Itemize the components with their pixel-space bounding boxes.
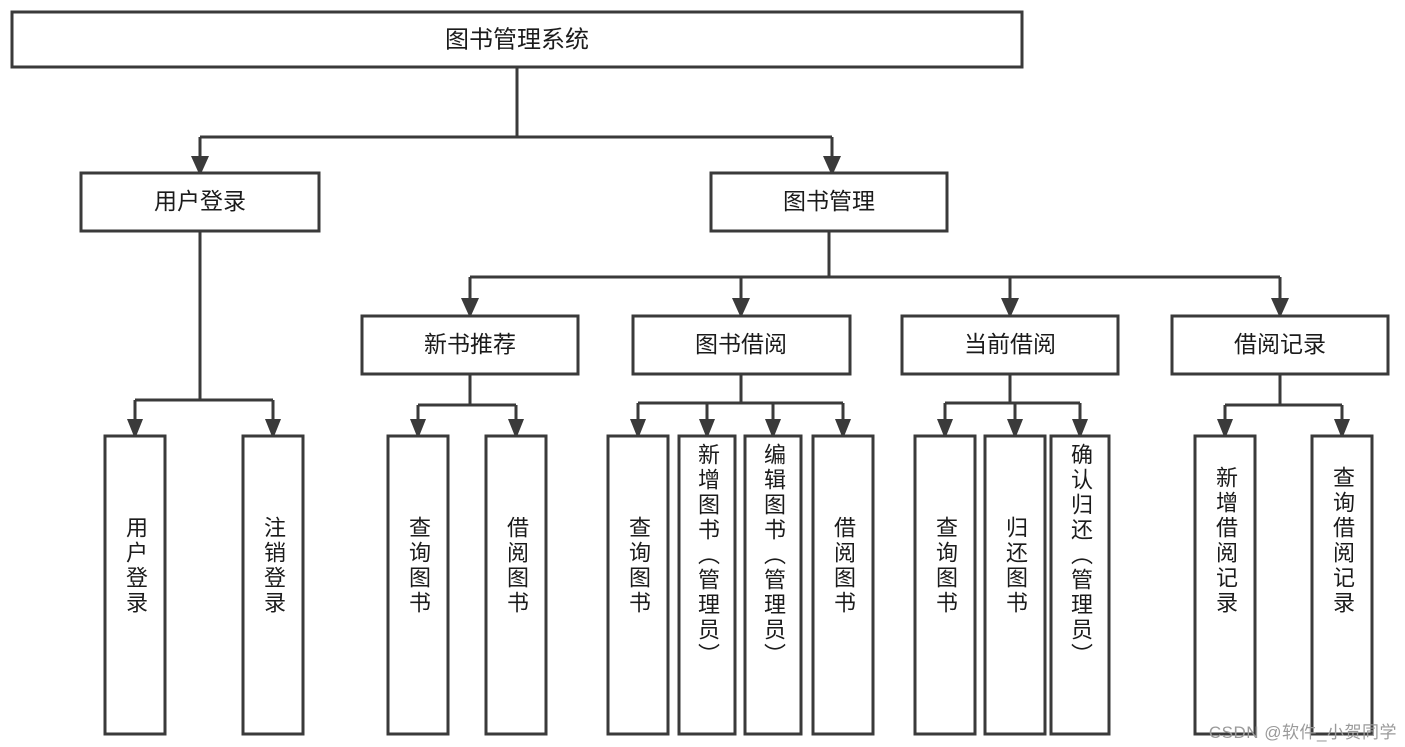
node-book-borrow[interactable]: 图书借阅: [631, 314, 852, 376]
arrowhead-leaf-user-login: [127, 419, 143, 439]
node-new-book-recommend-label: 新书推荐: [424, 331, 516, 357]
node-leaf-add-record-box[interactable]: [1193, 434, 1257, 736]
node-new-book-recommend-box[interactable]: [360, 314, 580, 376]
arrowhead-leaf-query-record: [1334, 419, 1350, 439]
arrowhead-leaf-borrow-book: [835, 419, 851, 439]
arrowhead-leaf-query-book-borrow: [630, 419, 646, 439]
node-book-management-box[interactable]: [709, 171, 949, 233]
node-borrow-record-label: 借阅记录: [1234, 331, 1326, 357]
arrowhead-leaf-user-logout: [265, 419, 281, 439]
arrowhead-leaf-query-book-current: [937, 419, 953, 439]
arrowhead-leaf-edit-book: [765, 419, 781, 439]
connector-book-borrow-bus: [636, 374, 845, 421]
arrowhead-leaf-query-book-rec: [410, 419, 426, 439]
csdn-watermark: CSDN @软件_小贺同学: [1208, 723, 1397, 742]
arrowhead-book-management: [823, 156, 841, 176]
arrowhead-leaf-add-book: [699, 419, 715, 439]
node-current-borrow-box[interactable]: [900, 314, 1120, 376]
node-leaf-borrow-book-rec-box[interactable]: [484, 434, 548, 736]
arrowhead-book-borrow: [732, 298, 750, 318]
arrowhead-leaf-borrow-book-rec: [508, 419, 524, 439]
node-root[interactable]: 图书管理系统: [10, 10, 1024, 69]
node-leaf-user-logout-box[interactable]: [241, 434, 305, 736]
connector-layer: [133, 67, 1344, 421]
node-layer: 图书管理系统 用户登录 图书管理 新书推荐 图书借阅: [10, 10, 1390, 736]
node-leaf-borrow-book-box[interactable]: [811, 434, 875, 736]
node-root-label: 图书管理系统: [445, 26, 589, 53]
arrowhead-leaf-confirm-return: [1072, 419, 1088, 439]
connector-new-book-bus: [416, 374, 518, 421]
node-root-box[interactable]: [10, 10, 1024, 69]
node-current-borrow-label: 当前借阅: [964, 331, 1056, 357]
connector-borrow-record-bus: [1223, 374, 1344, 421]
node-borrow-record[interactable]: 借阅记录: [1170, 314, 1390, 376]
connector-current-borrow-bus: [943, 374, 1082, 421]
node-book-borrow-box[interactable]: [631, 314, 852, 376]
node-leaf-query-book-current-box[interactable]: [913, 434, 977, 736]
arrowhead-user-login: [191, 156, 209, 176]
arrowhead-new-book-recommend: [461, 298, 479, 318]
arrowhead-leaf-add-record: [1217, 419, 1233, 439]
node-book-borrow-label: 图书借阅: [695, 331, 787, 357]
arrowhead-layer: [127, 156, 1350, 439]
node-leaf-add-book-box[interactable]: [677, 434, 737, 736]
node-leaf-edit-book-box[interactable]: [743, 434, 803, 736]
node-new-book-recommend[interactable]: 新书推荐: [360, 314, 580, 376]
arrowhead-borrow-record: [1271, 298, 1289, 318]
arrowhead-current-borrow: [1001, 298, 1019, 318]
connector-book-management-bus: [468, 231, 1282, 300]
node-leaf-confirm-return-box[interactable]: [1049, 434, 1111, 736]
node-leaf-query-book-rec-box[interactable]: [386, 434, 450, 736]
arrowhead-leaf-return-book: [1007, 419, 1023, 439]
connector-user-login-bus: [133, 231, 275, 421]
node-user-login[interactable]: 用户登录: [79, 171, 321, 233]
node-book-management[interactable]: 图书管理: [709, 171, 949, 233]
node-borrow-record-box[interactable]: [1170, 314, 1390, 376]
node-leaf-user-login-box[interactable]: [103, 434, 167, 736]
node-user-login-box[interactable]: [79, 171, 321, 233]
connector-root-bus: [198, 67, 834, 158]
node-leaf-query-record-box[interactable]: [1310, 434, 1374, 736]
node-leaf-query-book-borrow-box[interactable]: [606, 434, 670, 736]
node-current-borrow[interactable]: 当前借阅: [900, 314, 1120, 376]
node-book-management-label: 图书管理: [783, 188, 875, 214]
node-leaf-return-book-box[interactable]: [983, 434, 1047, 736]
node-user-login-label: 用户登录: [154, 188, 246, 214]
